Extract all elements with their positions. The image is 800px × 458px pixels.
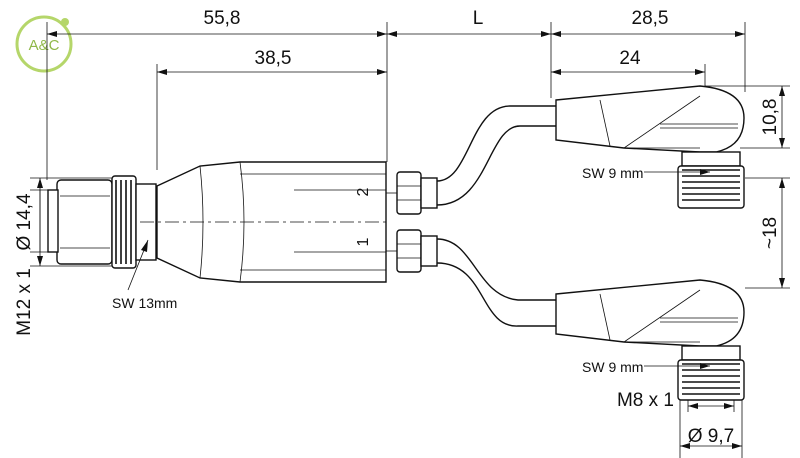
dim-m12-thread: M12 x 1 [14, 268, 35, 336]
pin-label-lower: 1 [355, 237, 372, 246]
dim-cable-length: L [473, 8, 484, 29]
ac-logo: A&C [15, 15, 73, 73]
m8-connector-bottom [555, 279, 745, 401]
dim-branch-spacing: ~18 [760, 217, 781, 249]
dim-branch-length: 28,5 [632, 8, 669, 29]
dimension-lines [37, 31, 785, 449]
pin-label-upper: 2 [355, 187, 372, 196]
sw-m8-bottom-label: SW 9 mm [582, 359, 643, 375]
dim-branch-height: 10,8 [760, 99, 781, 136]
dim-m12-diameter: Ø 14,4 [14, 193, 35, 250]
cables [436, 105, 556, 327]
dim-m8-diameter: Ø 9,7 [688, 426, 734, 447]
sw-m12-label: SW 13mm [112, 295, 177, 311]
sw-m8-top-label: SW 9 mm [582, 165, 643, 181]
m8-connector-top [555, 85, 745, 209]
m12-connector [47, 175, 157, 269]
splitter-body: 2 1 [140, 161, 387, 283]
dim-body-length: 38,5 [255, 48, 292, 69]
dimension-labels: 55,8 L 28,5 38,5 24 10,8 ~18 Ø 14,4 M12 … [14, 8, 781, 447]
dim-m8-thread: M8 x 1 [617, 390, 674, 411]
logo-text: A&C [29, 37, 60, 54]
dim-branch-body: 24 [619, 48, 641, 69]
cable-glands [386, 171, 438, 273]
dim-overall-left: 55,8 [204, 8, 241, 29]
leader-lines [127, 169, 710, 369]
wrench-size-labels: SW 13mm SW 9 mm SW 9 mm [112, 165, 643, 375]
